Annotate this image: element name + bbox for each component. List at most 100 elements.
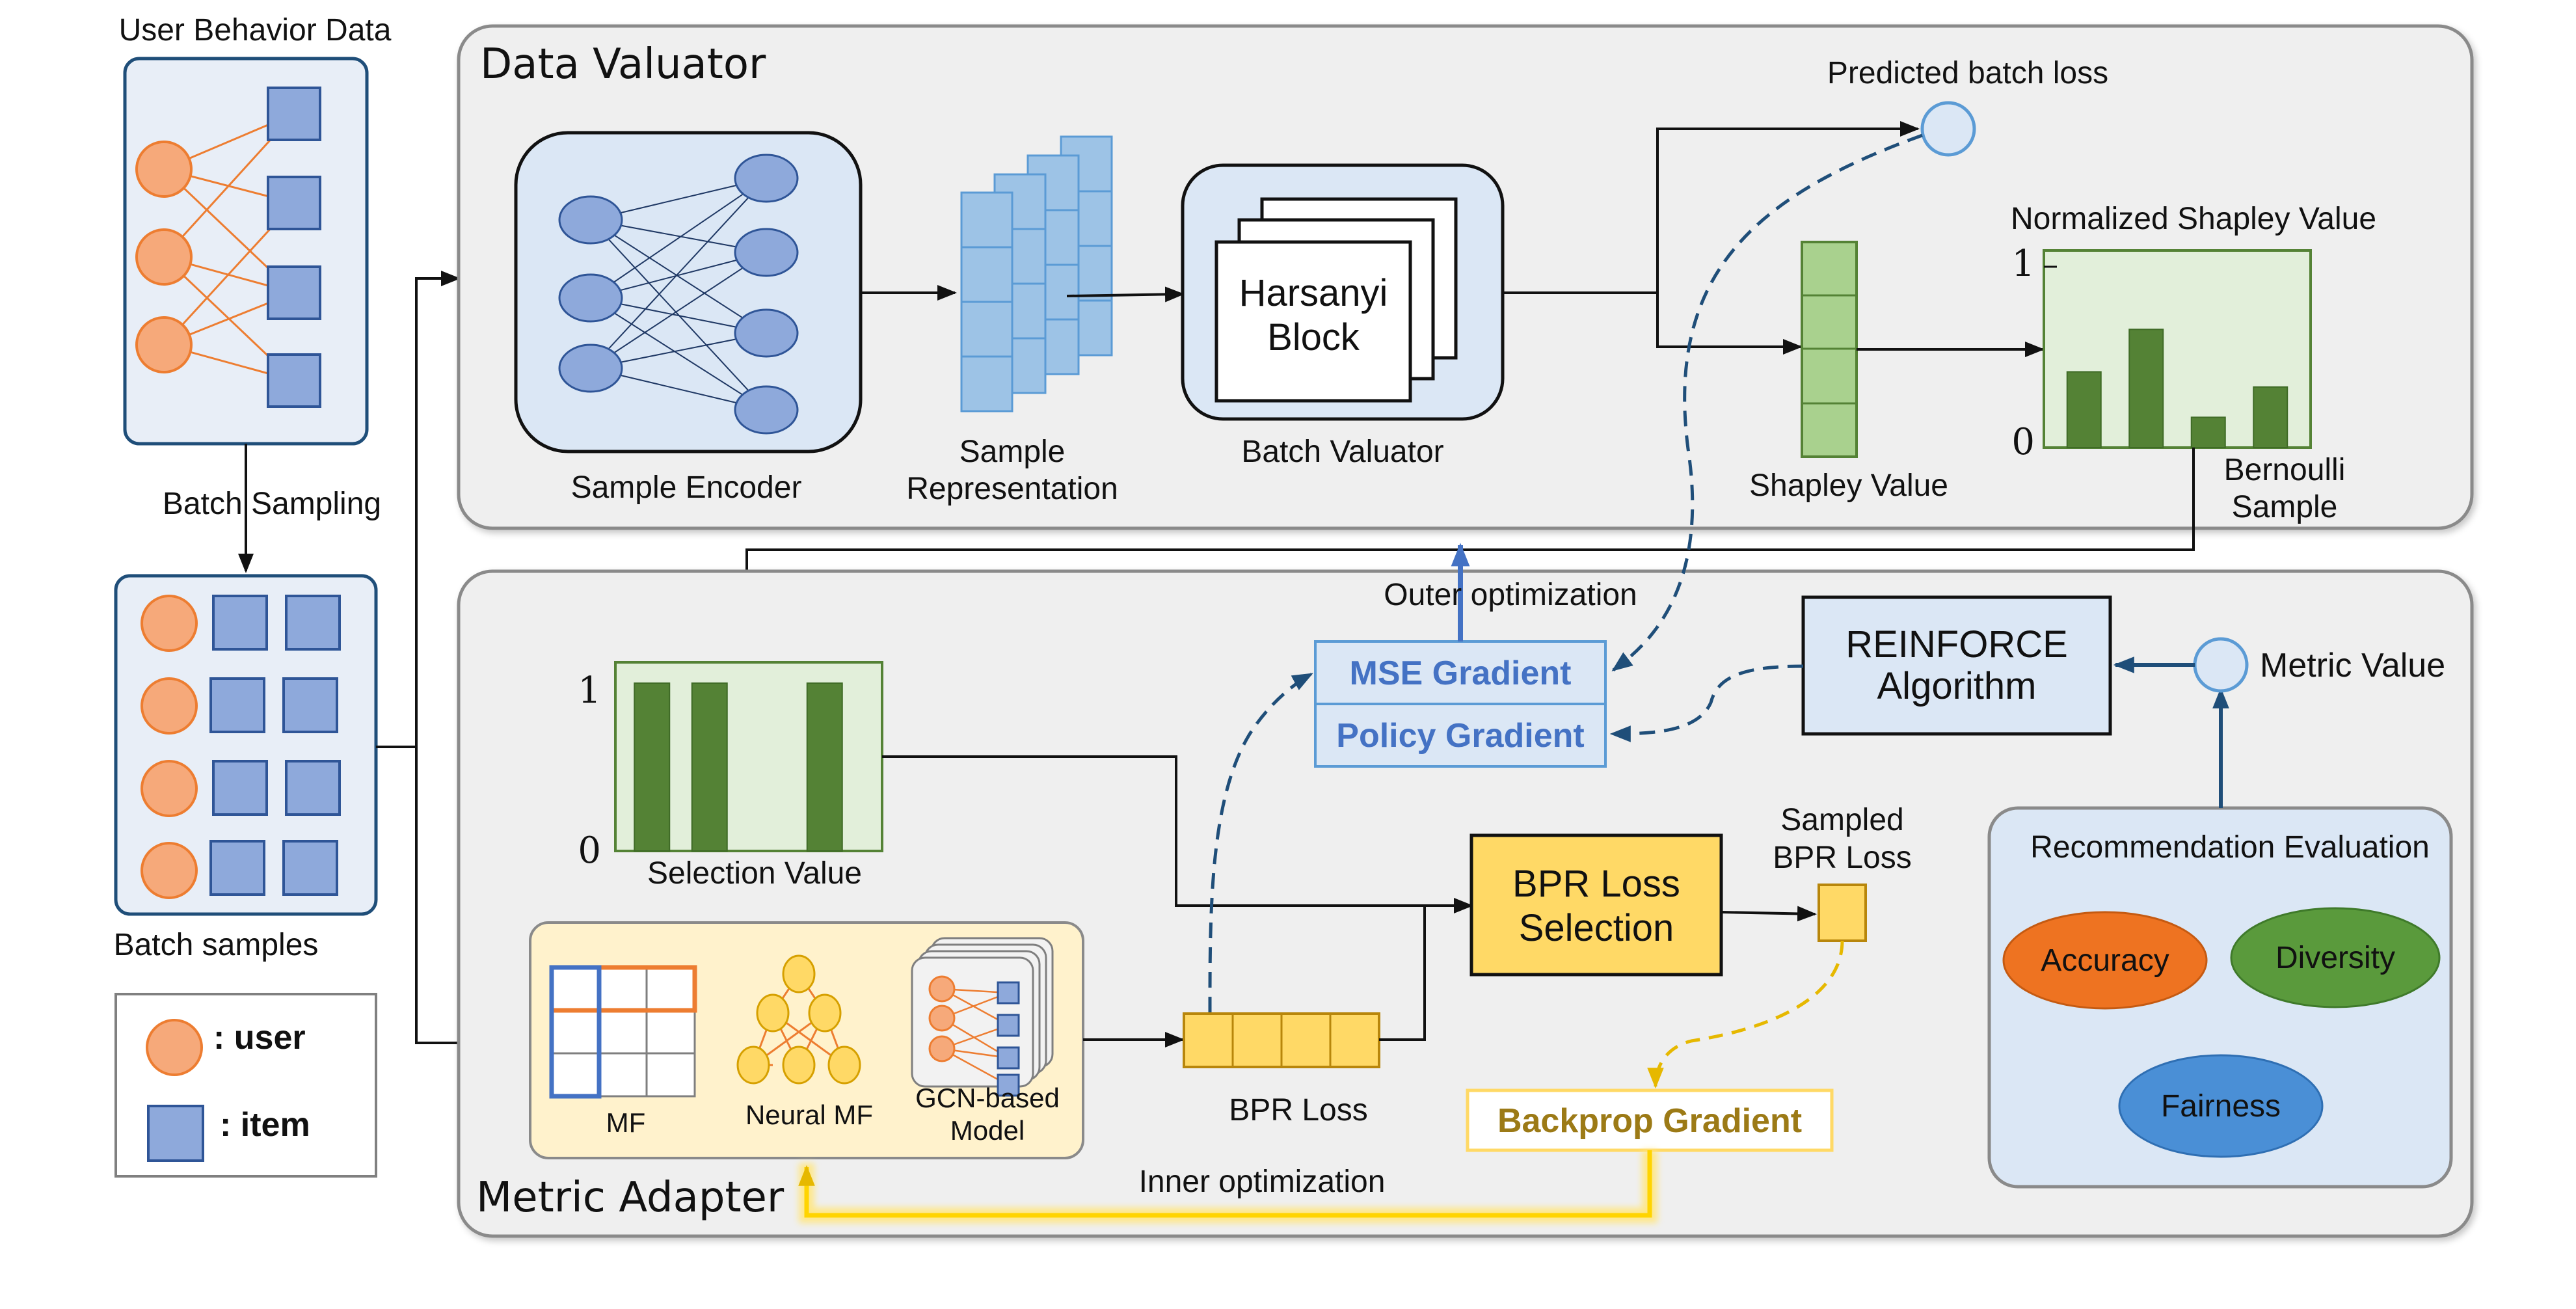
- item-node: [212, 595, 268, 651]
- reinforce-label-line2: Algorithm: [1877, 665, 2037, 707]
- encoder-output-neuron: [734, 228, 799, 277]
- selection-value-bar-1: [634, 682, 671, 852]
- accuracy-label: Accuracy: [2041, 943, 2169, 978]
- to-shapley-value-arrow: [1656, 293, 1803, 355]
- backprop-gradient-label: Backprop Gradient: [1497, 1102, 1802, 1140]
- bpr-loss-to-selection-line: [1379, 906, 1426, 1041]
- bpr-loss-selection-label-line1: BPR Loss: [1512, 863, 1680, 905]
- encoder-output-neuron: [734, 385, 799, 435]
- sampled-bpr-loss-node: [1818, 884, 1867, 942]
- representation-to-valuator-arrow: [1066, 286, 1185, 303]
- normalized-shapley-bar-2: [2128, 329, 2164, 449]
- sample-representation-label-line2: Representation: [906, 472, 1118, 506]
- neural-mf-network: [736, 954, 861, 1085]
- legend-user-label: : user: [213, 1019, 306, 1057]
- item-node: [209, 840, 265, 896]
- accuracy-metric: [2002, 911, 2208, 1010]
- encoder-input-neuron: [558, 344, 623, 393]
- mf-label: MF: [606, 1107, 646, 1138]
- item-nodes: [267, 87, 321, 408]
- shapley-value-label: Shapley Value: [1749, 468, 1948, 503]
- encoder-output-neuron: [734, 154, 799, 203]
- fairness-label: Fairness: [2161, 1089, 2281, 1124]
- item-node: [209, 677, 265, 733]
- metric-adapter-title: Metric Adapter: [476, 1174, 785, 1222]
- diversity-metric: [2230, 907, 2441, 1008]
- encoder-input-neuron: [558, 273, 623, 323]
- selection-to-sampled-loss-arrow: [1721, 906, 1817, 922]
- data-valuator-panel: Data Valuator Sample Encoder: [457, 24, 2474, 530]
- selection-value-bars: [634, 682, 843, 852]
- input-column: User Behavior Data Batch Samplin: [114, 13, 532, 1178]
- gcn-label-line1: GCN-based: [915, 1083, 1060, 1113]
- reinforce-label-line1: REINFORCE: [1845, 623, 2068, 666]
- item-node: [267, 87, 321, 141]
- item-node: [267, 176, 321, 230]
- item-node: [267, 265, 321, 320]
- bpr-loss-vector: [1183, 1012, 1380, 1068]
- user-node: [135, 228, 193, 286]
- normalized-shapley-bar-3: [2190, 416, 2226, 449]
- normalized-shapley-bar-4: [2253, 386, 2288, 448]
- bpr-loss-selection-box: [1469, 833, 1723, 977]
- batch-to-valuator-arrow: [376, 271, 461, 748]
- metric-adapter-panel: Metric Adapter 1 0 Selection Value MF: [457, 569, 2474, 1238]
- harsanyi-block-front: [1214, 240, 1412, 403]
- reinforce-box: [1801, 595, 2112, 736]
- inner-optimization-arrow: [798, 1150, 1657, 1223]
- item-node: [285, 760, 341, 816]
- selection-to-bpr-selection-arrow: [882, 755, 1473, 913]
- item-node: [285, 595, 341, 651]
- gcn-model-cards: [911, 937, 1054, 1097]
- sampled-bpr-loss-label-line2: BPR Loss: [1773, 841, 1911, 875]
- user-node: [141, 760, 198, 817]
- bpr-loss-to-mse-gradient-arrow: [1208, 672, 1313, 1013]
- harsanyi-block-label-line2: Block: [1267, 316, 1360, 358]
- diversity-label: Diversity: [2275, 941, 2395, 975]
- predicted-batch-loss-node: [1920, 101, 1976, 157]
- representation-layer: [960, 191, 1013, 412]
- reinforce-to-policy-gradient-arrow: [1609, 664, 1804, 742]
- legend-item-label: : item: [220, 1106, 310, 1144]
- policy-gradient-label: Policy Gradient: [1336, 717, 1584, 755]
- normalized-shapley-bar-1: [2066, 371, 2102, 448]
- batch-samples-label: Batch samples: [114, 928, 319, 962]
- selection-axis-min: 0: [578, 830, 601, 872]
- item-node: [282, 677, 338, 733]
- batch-samples-box: [114, 574, 378, 916]
- normalized-shapley-title: Normalized Shapley Value: [2011, 202, 2376, 236]
- user-behavior-data-title: User Behavior Data: [119, 13, 392, 47]
- neural-mf-label: Neural MF: [745, 1100, 873, 1130]
- item-node: [282, 840, 338, 896]
- batch-valuator-label: Batch Valuator: [1241, 435, 1443, 469]
- bpr-loss-selection-label-line2: Selection: [1519, 907, 1674, 949]
- metric-value-node: [2193, 637, 2249, 693]
- sample-representation-stack: [960, 135, 1113, 412]
- recommendation-evaluation-title: Recommendation Evaluation: [2030, 830, 2430, 865]
- predicted-loss-to-mse-gradient-arrow: [1611, 133, 1923, 672]
- mf-matrix: [549, 965, 697, 1099]
- predicted-batch-loss-label: Predicted batch loss: [1827, 56, 2108, 90]
- normalized-shapley-axis-max: 1: [2011, 243, 2035, 285]
- bernoulli-label-line2: Sample: [2232, 490, 2338, 524]
- encoder-output-neuron: [734, 308, 799, 358]
- selection-value-bar-4: [806, 682, 843, 852]
- user-node: [135, 141, 193, 198]
- batch-sample-rows: [141, 595, 341, 899]
- legend-user-icon: [146, 1019, 203, 1076]
- bernoulli-label-line1: Bernoulli: [2224, 453, 2346, 487]
- mse-gradient-label: MSE Gradient: [1350, 654, 1572, 692]
- user-node: [141, 677, 198, 735]
- user-nodes: [135, 141, 193, 373]
- data-valuator-title: Data Valuator: [480, 40, 766, 88]
- bpr-loss-label: BPR Loss: [1229, 1093, 1367, 1127]
- item-node: [267, 353, 321, 408]
- fairness-metric: [2118, 1054, 2324, 1158]
- sample-representation-label-line1: Sample: [959, 435, 1066, 469]
- encoder-input-neuron: [558, 195, 623, 245]
- user-node: [135, 316, 193, 373]
- inner-optimization-label: Inner optimization: [1139, 1165, 1386, 1199]
- selection-value-label: Selection Value: [647, 856, 862, 891]
- metric-value-label: Metric Value: [2260, 647, 2445, 684]
